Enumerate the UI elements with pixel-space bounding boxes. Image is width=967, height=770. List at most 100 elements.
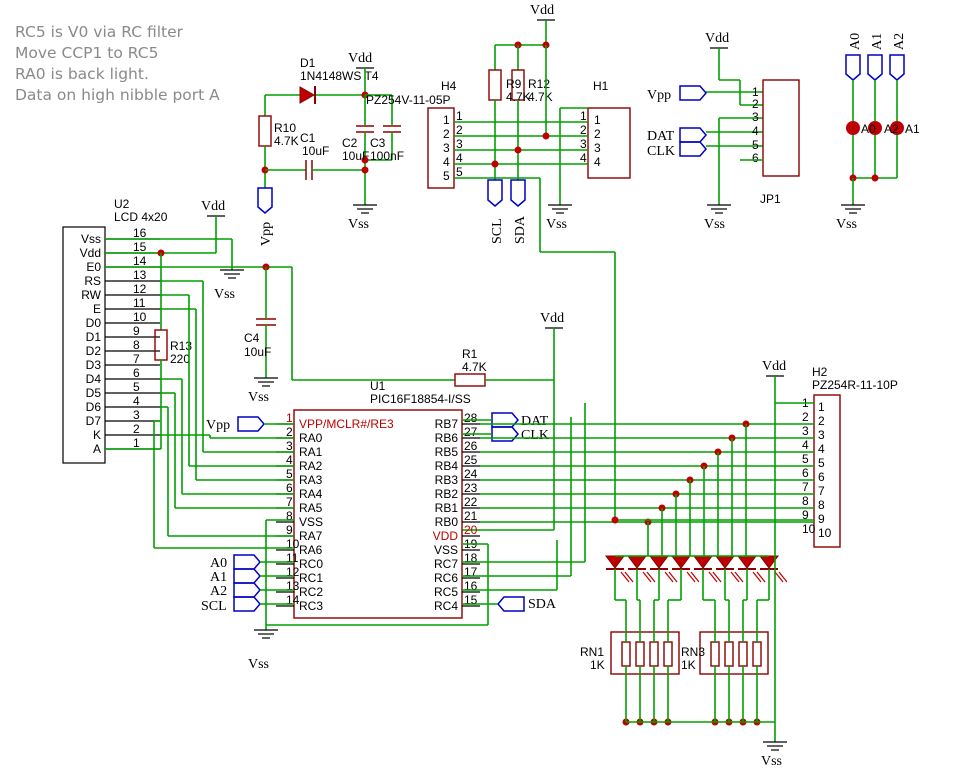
h1-pin-3: 3 xyxy=(594,141,601,155)
scl-port-mcu xyxy=(233,596,261,612)
h1-pin-4-num: 4 xyxy=(580,151,587,165)
vdd-label-h2: Vdd xyxy=(762,359,786,374)
h2-pin-num: 4 xyxy=(802,438,809,452)
r12-value: 4.7K xyxy=(528,90,553,104)
dat-port-jp1 xyxy=(679,127,707,143)
r12-ref: R12 xyxy=(528,77,550,91)
mcu-left-pin-name: RA3 xyxy=(299,473,323,487)
mcu-left-pin-num: 4 xyxy=(286,453,293,467)
r9-ref: R9 xyxy=(506,77,522,91)
mcu-left-pin-num: 10 xyxy=(286,537,300,551)
mcu-left-pin-name: RC1 xyxy=(299,571,323,585)
h1-pin-3-num: 3 xyxy=(580,137,587,151)
lcd-pin-num-2: 2 xyxy=(133,422,140,436)
mcu-ref: U1 xyxy=(370,379,386,393)
mcu-left-pin-name: RA0 xyxy=(299,431,323,445)
vss-label-mcu: Vss xyxy=(248,657,269,672)
mcu-right-pin-name: RB7 xyxy=(435,417,459,431)
lcd-pin-num-9: 9 xyxy=(133,324,140,338)
r9-value: 4.7K xyxy=(506,90,531,104)
mcu-right-pin-num: 27 xyxy=(464,425,478,439)
rn-resistor xyxy=(621,641,631,667)
mcu-left-pin-num: 3 xyxy=(286,439,293,453)
mcu-right-pin-num: 17 xyxy=(464,565,478,579)
mcu-body xyxy=(293,409,463,619)
r9-resistor xyxy=(488,69,502,101)
mcu-left-pin-num: 13 xyxy=(286,579,300,593)
clk-port-jp1 xyxy=(679,141,707,157)
lcd-pin-name-d1: D1 xyxy=(86,330,102,344)
lcd-pin-num-4: 4 xyxy=(133,394,140,408)
led-2 xyxy=(627,555,647,569)
mcu-left-pin-name: RA1 xyxy=(299,445,323,459)
lcd-pin-num-3: 3 xyxy=(133,408,140,422)
jumper-a0: A0 xyxy=(861,122,876,136)
mcu-right-pin-num: 28 xyxy=(464,411,478,425)
h1-header xyxy=(587,107,631,179)
r13-resistor xyxy=(154,329,168,361)
rn-resistor xyxy=(738,641,748,667)
a0-port xyxy=(845,54,861,81)
mcu-left-pin-name: RA7 xyxy=(299,529,323,543)
h4-pin-5: 5 xyxy=(443,169,450,183)
rn-resistor xyxy=(649,641,659,667)
sda-label-h4: SDA xyxy=(513,215,528,244)
rn3-ref: RN3 xyxy=(681,645,705,659)
lcd-pin-name-vdd: Vdd xyxy=(80,246,101,260)
mcu-right-pin-num: 21 xyxy=(464,509,478,523)
mcu-left-pin-num: 6 xyxy=(286,481,293,495)
scl-port-h4 xyxy=(487,179,503,207)
h4-ref: H4 xyxy=(441,79,457,93)
rn1-value: 1K xyxy=(590,658,605,672)
h1-ref: H1 xyxy=(593,79,609,93)
h2-pin-num: 7 xyxy=(802,480,809,494)
lcd-ref: U2 xyxy=(114,197,130,211)
a2-label-mcu: A2 xyxy=(210,584,227,599)
h1-pin-4: 4 xyxy=(594,155,601,169)
lcd-pin-name-e0: E0 xyxy=(86,260,101,274)
h4-pin-1: 1 xyxy=(443,113,450,127)
mcu-right-pin-num: 25 xyxy=(464,453,478,467)
lcd-pin-num-13: 13 xyxy=(133,268,147,282)
mcu-left-pin-num: 2 xyxy=(286,425,293,439)
mcu-right-pin-name: RC4 xyxy=(434,599,458,613)
mcu-right-pin-name: RB1 xyxy=(435,501,459,515)
vdd-label-r1: Vdd xyxy=(540,311,564,326)
vss-label-h1: Vss xyxy=(546,217,567,232)
h1-pin-1: 1 xyxy=(594,113,601,127)
h2-pin-label: 4 xyxy=(818,442,825,456)
h2-pin-label: 10 xyxy=(818,526,832,540)
vpp-port-r10 xyxy=(257,187,273,214)
h2-pin-label: 1 xyxy=(818,400,825,414)
lcd-name: LCD 4x20 xyxy=(114,210,168,224)
mcu-right-pin-name: RC6 xyxy=(434,571,458,585)
scl-label-h4: SCL xyxy=(490,218,505,244)
h4-pin-2: 2 xyxy=(443,127,450,141)
mcu-right-pin-name: RC7 xyxy=(434,557,458,571)
h4-pin-3: 3 xyxy=(443,141,450,155)
d1-diode xyxy=(265,86,365,104)
mcu-left-pin-name: RA4 xyxy=(299,487,323,501)
sda-label-mcu: SDA xyxy=(528,597,557,612)
mcu-left-pin-name: VSS xyxy=(299,515,323,529)
rn-resistor xyxy=(663,641,673,667)
lcd-pin-num-8: 8 xyxy=(133,338,140,352)
note-line-3: RA0 is back light. xyxy=(15,65,149,83)
h4-pin-1-num: 1 xyxy=(456,109,463,123)
a2-port xyxy=(889,54,905,81)
jp1-ref: JP1 xyxy=(760,192,781,206)
r10-ref: R10 xyxy=(274,121,296,135)
lcd-pin-name-d5: D5 xyxy=(86,386,102,400)
mcu-left-pin-num: 1 xyxy=(286,411,293,425)
lcd-body xyxy=(62,226,106,464)
d1-ref: D1 xyxy=(300,56,316,70)
a0-label-mcu: A0 xyxy=(210,556,227,571)
mcu-right-pin-name: VDD xyxy=(433,529,459,543)
rn1-network xyxy=(610,631,680,675)
h2-pin-label: 5 xyxy=(818,456,825,470)
mcu-right-pin-num: 16 xyxy=(464,579,478,593)
h4-pin-4: 4 xyxy=(443,155,450,169)
